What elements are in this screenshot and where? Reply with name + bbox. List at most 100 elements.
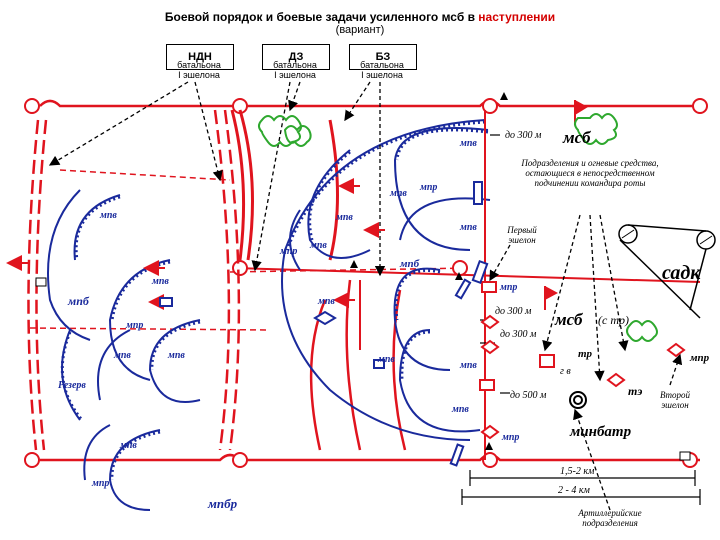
blue-formations bbox=[47, 119, 491, 511]
label-mpv: мпв bbox=[460, 138, 477, 149]
phase-circle bbox=[24, 98, 40, 114]
label-mpv: мпв bbox=[378, 354, 395, 365]
label-mpv: мпв bbox=[460, 222, 477, 233]
blue-unit-symbols bbox=[159, 181, 587, 467]
label-msb-bottom: мсб bbox=[555, 310, 583, 329]
left-boundary bbox=[27, 109, 241, 451]
label-msr-right: мпр bbox=[690, 352, 710, 364]
label-mpr: мпр bbox=[500, 282, 518, 293]
dashed-red-line bbox=[29, 327, 271, 331]
page-subtitle: (вариант) bbox=[335, 24, 385, 36]
label-distance: до 300 м bbox=[495, 306, 532, 317]
label-distance-long: 2 - 4 км bbox=[558, 485, 590, 496]
arrow-first-echelon bbox=[489, 244, 511, 282]
arrow-bz-2 bbox=[344, 81, 371, 122]
label-te: тэ bbox=[628, 384, 643, 398]
red-attack-arrows bbox=[6, 178, 385, 310]
title-text: Боевой порядок и боевые задачи усиленног… bbox=[164, 10, 479, 24]
red-line-sadk bbox=[234, 267, 701, 283]
left-arc-3 bbox=[148, 319, 201, 403]
blue-hatching bbox=[60, 120, 489, 481]
note-artillery: Артиллерийские подразделения bbox=[578, 508, 642, 528]
task-line: батальона bbox=[177, 60, 221, 70]
phase-circle bbox=[692, 98, 708, 114]
task-line: I эшелона bbox=[178, 70, 220, 80]
hatched-squares bbox=[35, 277, 691, 461]
label-gv: г в bbox=[560, 366, 571, 377]
phase-circle bbox=[232, 452, 248, 468]
red-phase-circles bbox=[24, 98, 708, 468]
left-arc-6 bbox=[83, 424, 111, 481]
label-reserve: Резерв bbox=[58, 380, 86, 391]
phase-line-bottom bbox=[40, 453, 700, 462]
arrow-sub-1 bbox=[542, 214, 581, 352]
label-mpv: мпв bbox=[114, 350, 131, 361]
label-mpv: мпв bbox=[168, 350, 185, 361]
red-front-arcs bbox=[230, 109, 407, 451]
label-mpbr: мпбр bbox=[208, 496, 238, 511]
label-mpv: мпв bbox=[452, 404, 469, 415]
task-line: I эшелона bbox=[274, 70, 316, 80]
task-box-dz: ДЗ bbox=[262, 44, 330, 70]
task-line: батальона bbox=[360, 60, 404, 70]
label-mpv: мпв bbox=[318, 296, 335, 307]
observation-markers bbox=[350, 92, 508, 450]
task-box-ndn: НДН bbox=[166, 44, 234, 70]
label-mpv: мпв bbox=[100, 210, 117, 221]
phase-circle bbox=[24, 452, 40, 468]
sadk-hatch bbox=[621, 229, 713, 245]
label-msb-top: мсб bbox=[563, 128, 591, 147]
arrow-ndn bbox=[194, 81, 223, 182]
label-distance-short: 1,5-2 км bbox=[560, 466, 595, 477]
arrow-ndn-2 bbox=[48, 81, 189, 166]
phase-circle bbox=[482, 452, 498, 468]
label-mpv: мпв bbox=[310, 240, 327, 251]
label-mpv: мпв bbox=[120, 440, 137, 451]
arrow-second-echelon bbox=[669, 353, 683, 386]
phase-circle bbox=[452, 260, 468, 276]
arrow-artillery bbox=[573, 408, 611, 511]
company-arc-5 bbox=[393, 267, 451, 371]
arrow-dz bbox=[251, 81, 291, 272]
company-arc-6 bbox=[398, 329, 481, 433]
left-arc-7 bbox=[108, 429, 161, 511]
label-mpr: мпр bbox=[92, 478, 110, 489]
guide-arrows bbox=[48, 81, 683, 511]
label-minbatr: минбатр bbox=[570, 424, 632, 440]
arrow-sub-3 bbox=[599, 214, 629, 352]
task-box-bz: БЗ bbox=[349, 44, 417, 70]
label-distance: до 300 м bbox=[500, 329, 537, 340]
task-line: I эшелона bbox=[361, 70, 403, 80]
phase-circle bbox=[482, 98, 498, 114]
title-highlight: наступлении bbox=[478, 10, 556, 24]
battalion-outline bbox=[281, 119, 486, 441]
label-mpr: мпр bbox=[502, 432, 520, 443]
label-distance: до 500 м bbox=[510, 390, 547, 401]
note-first-echelon: Первый эшелон bbox=[507, 225, 537, 245]
distance-measures bbox=[461, 134, 701, 505]
label-mpv: мпв bbox=[460, 360, 477, 371]
red-flags bbox=[544, 100, 588, 310]
note-second-echelon: Второй эшелон bbox=[659, 390, 691, 410]
label-mpr: мпр bbox=[280, 246, 298, 257]
page-title: Боевой порядок и боевые задачи усиленног… bbox=[0, 10, 720, 24]
label-mpr: мпр bbox=[420, 182, 438, 193]
label-mpv: мпв bbox=[390, 188, 407, 199]
task-line: батальона bbox=[273, 60, 317, 70]
label-distance: до 300 м bbox=[505, 130, 542, 141]
label-mpv: мпв bbox=[336, 212, 353, 223]
unit-symbols bbox=[479, 281, 686, 440]
label-tr: тр bbox=[578, 348, 593, 360]
label-mpv: мпв bbox=[152, 276, 169, 287]
left-arc-1 bbox=[73, 194, 121, 261]
phase-line-top bbox=[39, 99, 700, 108]
label-mpr: мпр bbox=[126, 320, 144, 331]
label-msb-suffix: (с тр) bbox=[598, 313, 629, 327]
left-arc-4 bbox=[97, 329, 131, 401]
note-subordinate: Подразделения и огневые средства, остающ… bbox=[521, 158, 659, 188]
